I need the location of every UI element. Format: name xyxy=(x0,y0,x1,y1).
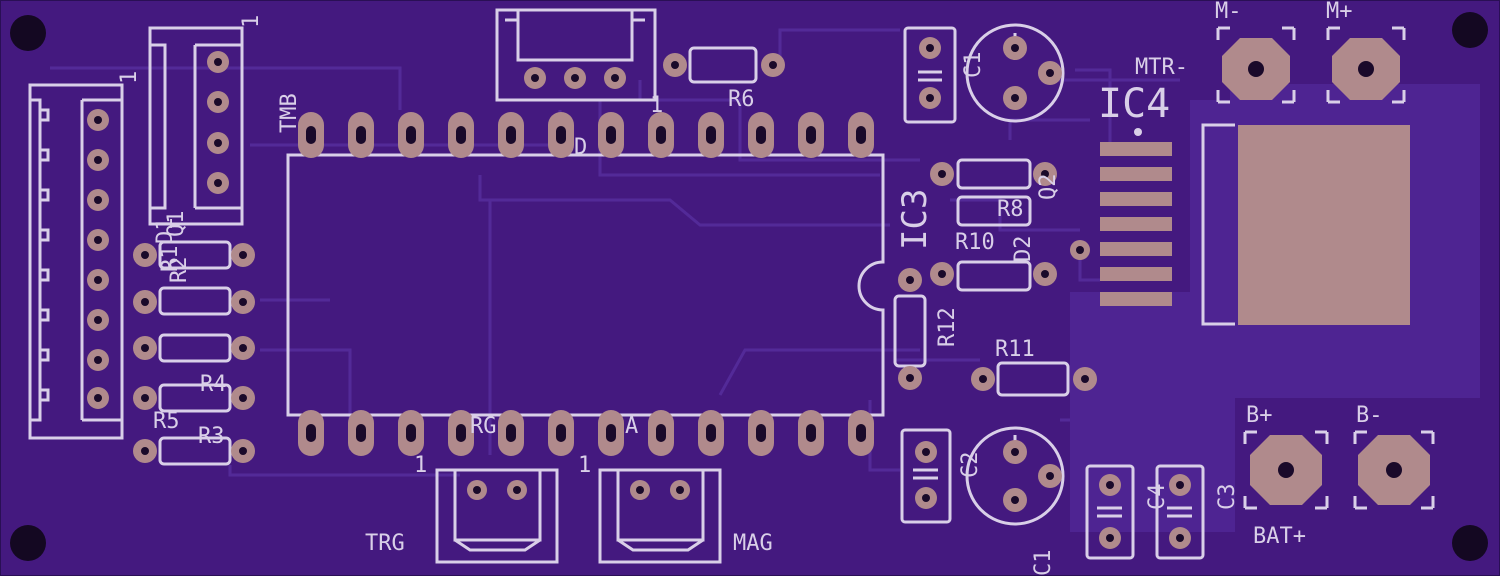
r8-outline xyxy=(956,158,1032,190)
c3-label: C3 xyxy=(1215,484,1240,511)
d2-label: D2 xyxy=(1011,236,1036,263)
ic4-label: IC4 xyxy=(1098,81,1170,127)
r4-outline xyxy=(158,383,232,413)
pin1-mark-b: 1 xyxy=(117,71,142,84)
mtr-minus-label: MTR- xyxy=(1135,55,1188,80)
ic3-outline xyxy=(286,153,885,417)
b-minus-frame xyxy=(1353,430,1435,510)
c2-label: C2 xyxy=(958,452,983,479)
c1-top-label: C1 xyxy=(961,52,986,79)
cap-bottom-outline xyxy=(900,428,952,524)
trg-conn-label: TRG xyxy=(365,531,405,556)
mag-conn-label: MAG xyxy=(733,531,773,556)
trg-ic-label: RG xyxy=(470,414,497,439)
drill-holes xyxy=(94,44,1402,542)
ic4-pin1-dot xyxy=(1134,128,1142,136)
top-3pin-connector-outline xyxy=(495,8,657,102)
ic3-label: IC3 xyxy=(895,189,935,250)
c3-outline xyxy=(1155,464,1205,560)
r1-label: R1 xyxy=(158,246,183,273)
top-connector-outline xyxy=(148,26,244,226)
trg-connector-outline xyxy=(435,468,559,564)
pin1-mark-e: 1 xyxy=(578,453,591,478)
r11-outline xyxy=(996,361,1070,397)
r3-label: R3 xyxy=(198,424,225,449)
mag-ic-label: A xyxy=(625,414,638,439)
m-plus-label: M+ xyxy=(1326,0,1353,24)
m-minus-frame xyxy=(1216,26,1296,104)
q1-label: Q1 xyxy=(164,211,189,238)
c4-label: C4 xyxy=(1145,484,1170,511)
r3-outline xyxy=(158,333,232,363)
r12-label: R12 xyxy=(935,307,960,347)
r11-label: R11 xyxy=(995,337,1035,362)
r6-label: R6 xyxy=(728,87,755,112)
mounting-holes xyxy=(10,12,1488,561)
r2-label: R2 xyxy=(167,257,192,284)
r8-label: R8 xyxy=(997,197,1024,222)
r4-label: R4 xyxy=(200,372,227,397)
b-plus-frame xyxy=(1243,430,1329,510)
bat-plus-label: BAT+ xyxy=(1253,524,1306,549)
pin1-mark-c: 1 xyxy=(650,93,663,118)
r5-outline xyxy=(158,436,232,466)
ic4-outline xyxy=(1201,123,1235,326)
left-connector-outline xyxy=(28,83,124,440)
cap-top-outline xyxy=(903,26,957,124)
r9-outline xyxy=(956,260,1032,292)
r5-label: R5 xyxy=(153,409,180,434)
r6-outline xyxy=(688,46,758,84)
tmb-label: TMB xyxy=(277,93,302,133)
pd-ic-label: D xyxy=(574,135,587,160)
pin1-mark-a: 1 xyxy=(239,15,264,28)
m-minus-label: M- xyxy=(1215,0,1242,24)
c4-outline xyxy=(1085,464,1135,560)
d1-label: D1 xyxy=(153,218,178,245)
r2-outline xyxy=(158,286,232,316)
r10-outline xyxy=(956,195,1032,227)
ic4-pads xyxy=(1100,125,1410,325)
c1-bottom-label: C1 xyxy=(1031,550,1056,576)
m-plus-frame xyxy=(1326,26,1406,104)
b-plus-label: B+ xyxy=(1246,403,1273,428)
pin1-mark-d: 1 xyxy=(414,453,427,478)
mag-connector-outline xyxy=(598,468,722,564)
r1-outline xyxy=(158,240,232,270)
r10-label: R10 xyxy=(955,230,995,255)
q2-label: Q2 xyxy=(1036,174,1061,201)
b-minus-label: B- xyxy=(1356,403,1383,428)
